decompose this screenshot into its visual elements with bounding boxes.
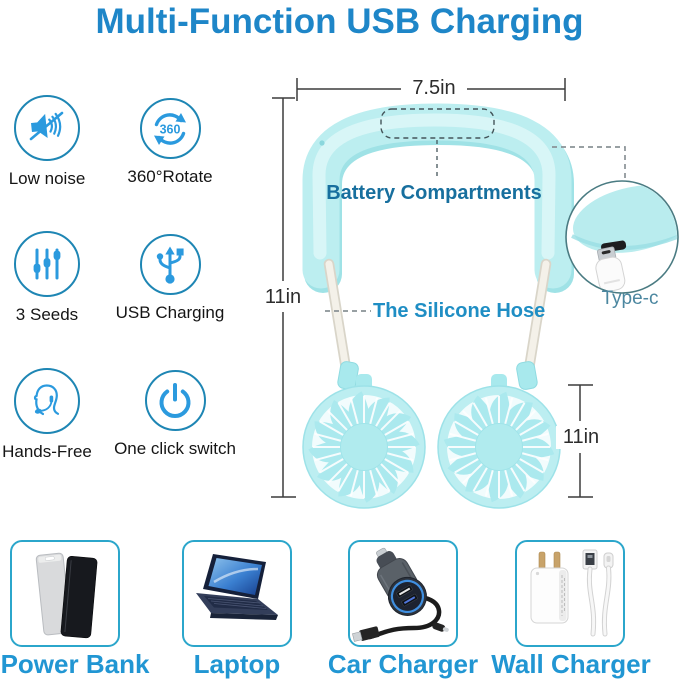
feature-one-click-switch: One click switch: [105, 370, 245, 459]
feature-circle: [14, 368, 80, 434]
feature-circle: [139, 234, 201, 295]
wall-charger-label: Wall Charger: [491, 649, 651, 679]
dimension-lines: [271, 78, 593, 498]
car-charger-image: [352, 547, 449, 642]
feature-label: 3 Seeds: [15, 305, 79, 324]
power-bank-image: [35, 552, 98, 639]
right-fan: [437, 374, 561, 509]
feature-circle: [144, 370, 206, 431]
feature-3-speeds: 3 Seeds: [4, 231, 90, 325]
feature-circle: [14, 231, 80, 297]
silicone-hose-label: The Silicone Hose: [373, 300, 546, 322]
wall-charger-card: [515, 540, 625, 647]
page-title: Multi-Function USB Charging: [95, 2, 584, 41]
rotate-360-icon: 360: [154, 112, 186, 145]
rotate-360-badge: 360: [160, 122, 181, 136]
headset-person-icon: [33, 384, 60, 416]
usb-icon: [156, 246, 184, 284]
fan-dimension-label: 11in: [556, 426, 606, 449]
laptop-card: [182, 540, 292, 647]
feature-label: One click switch: [114, 439, 236, 458]
feature-usb-charging: USB Charging: [105, 234, 235, 323]
feature-label: 360°Rotate: [127, 167, 213, 186]
feature-label: Low noise: [8, 169, 86, 188]
wall-charger-image: [530, 549, 614, 637]
laptop-image: [196, 554, 278, 620]
annotation-leaders: [325, 108, 626, 312]
car-charger-label: Car Charger: [327, 649, 479, 679]
width-dimension-label: 7.5in: [404, 77, 464, 100]
laptop-label: Laptop: [193, 649, 281, 679]
feature-label: Hands-Free: [2, 442, 92, 461]
feature-360-rotate: 360 360°Rotate: [105, 98, 235, 187]
feature-circle: [14, 95, 80, 161]
height-dimension-label: 11in: [258, 286, 308, 309]
muted-speaker-icon: [29, 111, 64, 141]
left-fan: [302, 374, 426, 509]
feature-label: USB Charging: [115, 303, 225, 322]
car-charger-card: [348, 540, 458, 647]
power-bank-label: Power Bank: [0, 649, 150, 679]
type-c-label: Type-c: [601, 288, 659, 309]
feature-low-noise: Low noise: [4, 95, 90, 189]
feature-circle: 360: [139, 98, 201, 159]
power-bank-card: [10, 540, 120, 647]
speed-sliders-icon: [33, 248, 61, 280]
battery-compartments-label: Battery Compartments: [326, 182, 542, 204]
feature-hands-free: Hands-Free: [2, 368, 92, 462]
power-button-icon: [159, 382, 191, 418]
type-c-callout: [565, 180, 679, 294]
neckband: [302, 103, 574, 293]
silicone-hoses: [323, 258, 552, 390]
